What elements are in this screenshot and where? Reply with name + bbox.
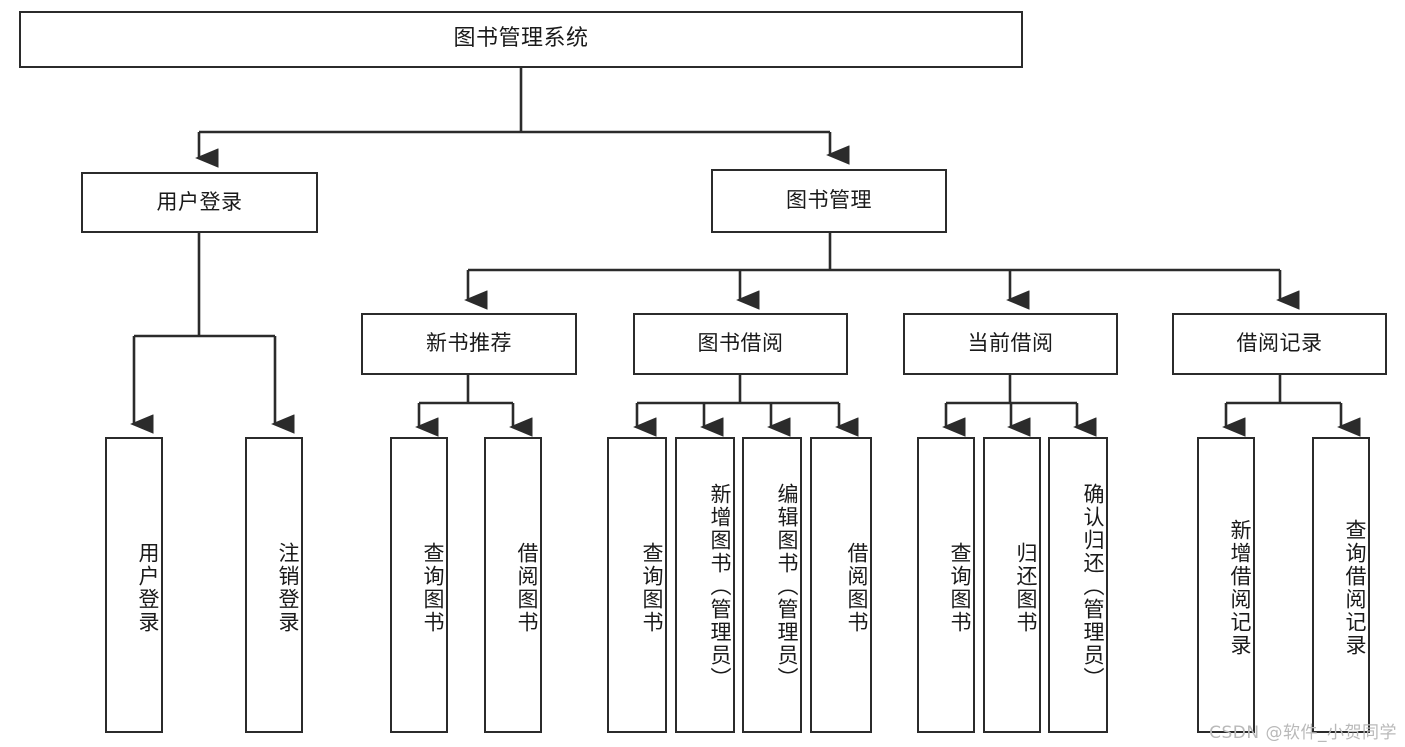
node-leaf-add-book[interactable]: 新增图书（管理员） xyxy=(675,437,735,733)
node-leaf-query-book-1[interactable]: 查询图书 xyxy=(390,437,448,733)
node-leaf-query-book-3[interactable]: 查询图书 xyxy=(917,437,975,733)
node-borrow-record[interactable]: 借阅记录 xyxy=(1172,313,1387,375)
node-root-book-management-system[interactable]: 图书管理系统 xyxy=(19,11,1023,68)
node-leaf-borrow-book-2[interactable]: 借阅图书 xyxy=(810,437,872,733)
watermark-text: CSDN @软件_小贺同学 xyxy=(1209,723,1397,743)
node-book-borrow[interactable]: 图书借阅 xyxy=(633,313,848,375)
node-leaf-query-book-2[interactable]: 查询图书 xyxy=(607,437,667,733)
node-current-borrow[interactable]: 当前借阅 xyxy=(903,313,1118,375)
node-leaf-query-record[interactable]: 查询借阅记录 xyxy=(1312,437,1370,733)
node-leaf-borrow-book-1[interactable]: 借阅图书 xyxy=(484,437,542,733)
node-book-management[interactable]: 图书管理 xyxy=(711,169,947,233)
node-leaf-edit-book[interactable]: 编辑图书（管理员） xyxy=(742,437,802,733)
node-leaf-confirm-return[interactable]: 确认归还（管理员） xyxy=(1048,437,1108,733)
node-new-book-recommend[interactable]: 新书推荐 xyxy=(361,313,577,375)
node-leaf-return-book[interactable]: 归还图书 xyxy=(983,437,1041,733)
node-user-login[interactable]: 用户登录 xyxy=(81,172,318,233)
node-leaf-logout-login[interactable]: 注销登录 xyxy=(245,437,303,733)
node-leaf-add-record[interactable]: 新增借阅记录 xyxy=(1197,437,1255,733)
node-leaf-user-login[interactable]: 用户登录 xyxy=(105,437,163,733)
